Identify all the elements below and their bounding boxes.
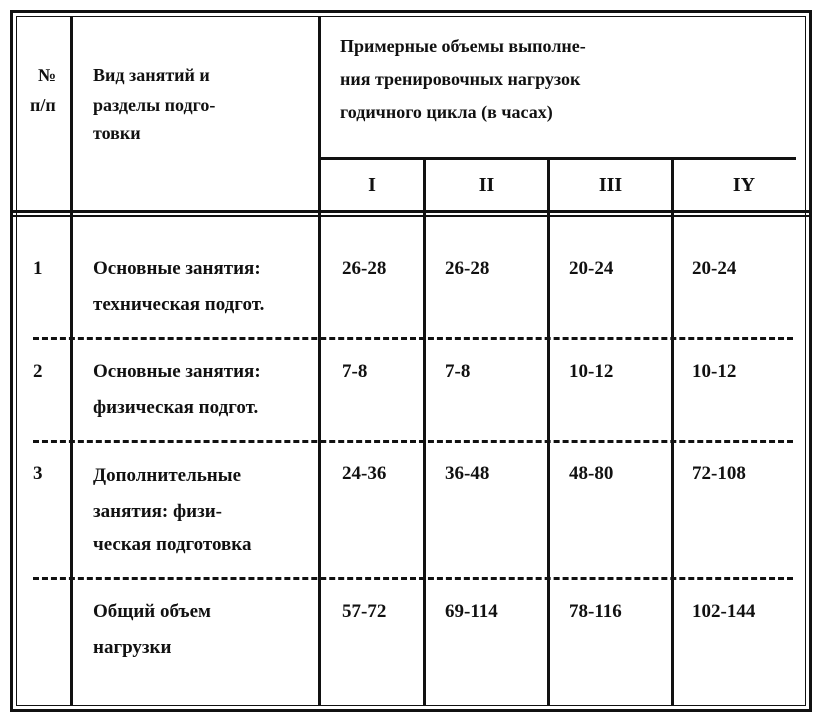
header-year-i: I [368, 174, 376, 196]
row-label: занятия: физи- [93, 501, 223, 522]
cell-value: 72-108 [692, 463, 746, 484]
cell-value: 69-114 [445, 601, 498, 622]
cell-value: 78-116 [569, 601, 622, 622]
row-label: Основные занятия: [93, 258, 261, 279]
col-divider-ii [423, 158, 426, 706]
col-divider-num [70, 16, 73, 706]
row-label: Общий объем [93, 601, 211, 622]
cell-value: 48-80 [569, 463, 614, 484]
cell-value: 10-12 [692, 361, 737, 382]
header-bottom-line [10, 210, 812, 213]
header-num-line: п/п [30, 95, 56, 115]
header-kind-line: Вид занятий и [93, 65, 210, 85]
row-num: 2 [33, 361, 43, 382]
cell-value: 10-12 [569, 361, 614, 382]
row-separator [33, 337, 793, 340]
row-separator [33, 440, 793, 443]
row-label: физическая подгот. [93, 397, 259, 418]
cell-value: 57-72 [342, 601, 387, 622]
header-year-iii: III [598, 174, 623, 196]
row-label: техническая подгот. [93, 294, 265, 315]
header-subdivider [318, 157, 796, 160]
cell-value: 20-24 [569, 258, 614, 279]
cell-value: 36-48 [445, 463, 490, 484]
header-year-ii: II [478, 174, 495, 196]
row-label: нагрузки [93, 637, 172, 658]
row-label: ческая подготовка [93, 534, 252, 555]
cell-value: 26-28 [342, 258, 387, 279]
table-frame-outer [10, 10, 812, 712]
header-kind-line: разделы подго- [93, 95, 216, 115]
row-num: 3 [33, 463, 43, 484]
header-volumes-line: Примерные объемы выполне- [340, 36, 586, 56]
cell-value: 7-8 [342, 361, 368, 382]
row-num: 1 [33, 258, 43, 279]
cell-value: 26-28 [445, 258, 490, 279]
row-label: Дополнительные [93, 465, 242, 486]
header-volumes-line: ния тренировочных нагрузок [340, 69, 581, 89]
header-year-iv: IY [732, 174, 756, 196]
cell-value: 102-144 [692, 601, 756, 622]
row-separator [33, 577, 793, 580]
cell-value: 24-36 [342, 463, 387, 484]
table-frame-inner [16, 16, 806, 706]
header-volumes-line: годичного цикла (в часах) [340, 102, 553, 122]
header-num-line: № [38, 65, 57, 85]
cell-value: 7-8 [445, 361, 471, 382]
cell-value: 20-24 [692, 258, 737, 279]
header-bottom-line-2 [10, 215, 812, 217]
row-label: Основные занятия: [93, 361, 261, 382]
col-divider-kind [318, 16, 321, 706]
col-divider-iv [671, 158, 674, 706]
header-kind-line: товки [93, 123, 141, 143]
col-divider-iii [547, 158, 550, 706]
